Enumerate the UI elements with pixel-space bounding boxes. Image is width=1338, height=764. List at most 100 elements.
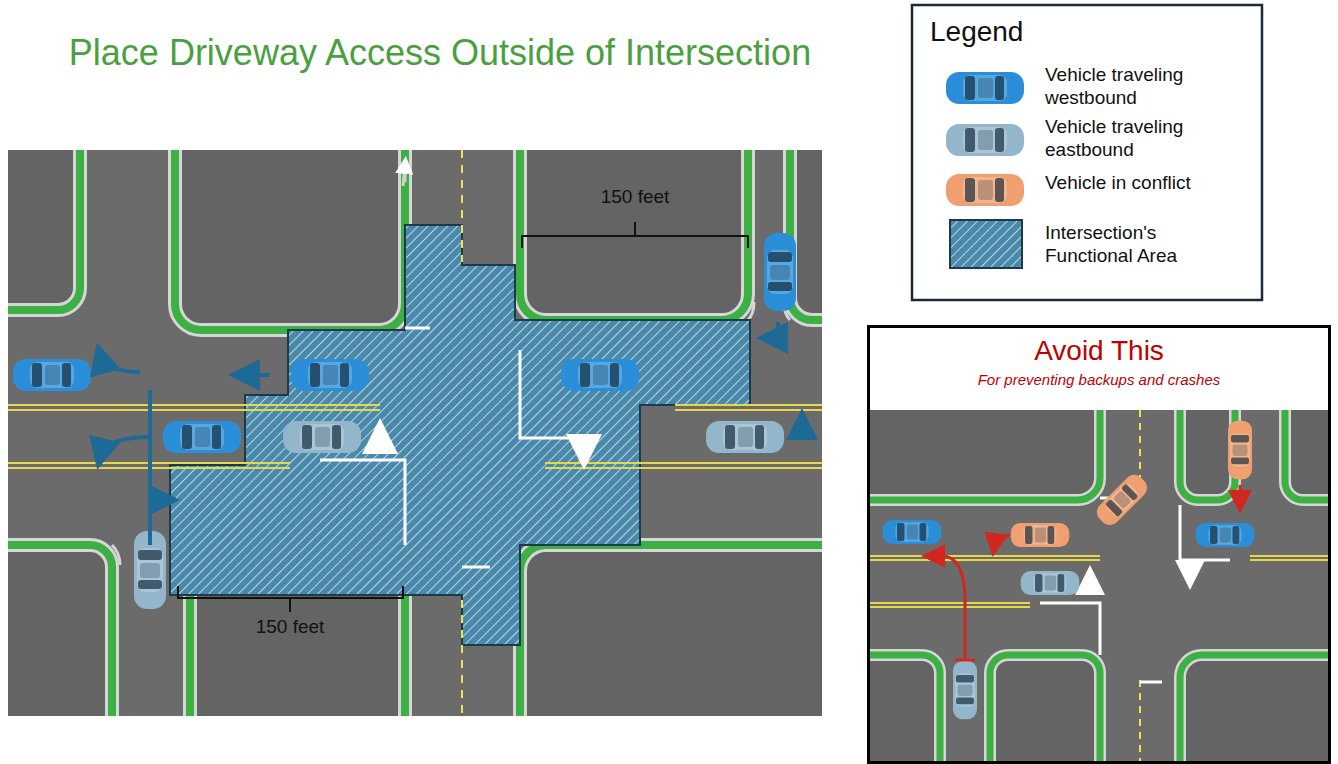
legend-heading: Legend [930, 16, 1023, 48]
illustration-part [163, 421, 241, 453]
illustration-part [912, 5, 1262, 300]
illustration-part [869, 655, 940, 762]
legend-text: Vehicle traveling westbound [1045, 64, 1245, 110]
illustration-part [175, 150, 405, 330]
illustration-part [930, 485, 1240, 660]
illustration-part [768, 322, 778, 338]
illustration-part [1080, 565, 1200, 590]
illustration-part [1021, 571, 1080, 595]
illustration-part [1180, 655, 1329, 762]
illustration-part [994, 535, 1010, 548]
illustration-part [1093, 471, 1151, 529]
illustration-part [1139, 410, 1141, 762]
illustration-part [8, 150, 822, 716]
illustration-part [1285, 410, 1329, 500]
illustration-part [946, 124, 1024, 156]
dimension-label: 150 feet [601, 186, 670, 208]
illustration-part [953, 661, 977, 720]
illustration-part [1011, 523, 1070, 547]
illustration-part [240, 373, 270, 377]
illustration-part [1180, 655, 1329, 762]
illustration-part [584, 440, 596, 452]
illustration-part [764, 233, 796, 311]
legend-text: Vehicle in conflict [1045, 172, 1245, 195]
illustration-part [946, 174, 1024, 206]
illustration-part [869, 602, 1030, 604]
illustration-part [8, 545, 112, 716]
illustration-part [461, 150, 463, 716]
illustration-part [1250, 555, 1329, 557]
illustration-part [1139, 680, 1141, 762]
illustration-part [869, 327, 1330, 763]
illustration-part [1080, 580, 1090, 590]
illustration-part [1228, 421, 1252, 480]
illustration-part [869, 410, 1329, 762]
illustration-part [930, 556, 975, 660]
dimension-label: 150 feet [256, 616, 325, 638]
legend-text: Vehicle traveling eastbound [1045, 116, 1245, 162]
illustration-part [990, 655, 1100, 762]
illustration-part [112, 545, 120, 565]
illustration-part [461, 600, 463, 716]
illustration-part [869, 559, 1100, 561]
illustration-part [178, 586, 403, 612]
illustration-part [1196, 523, 1255, 547]
illustration-part [368, 436, 380, 448]
panel-subtitle: For preventing backups and crashes [870, 368, 1328, 390]
illustration-part [1285, 410, 1329, 500]
illustration-part [283, 421, 361, 453]
illustration-part [1140, 681, 1162, 684]
illustration-part [869, 555, 1100, 557]
avoid-illustration [867, 325, 1331, 764]
illustration-part [8, 150, 80, 310]
illustration-part [520, 150, 748, 320]
illustration-part [405, 327, 430, 330]
illustration-part [368, 160, 596, 452]
illustration-part [8, 150, 80, 310]
illustration-part [403, 165, 405, 186]
illustration-part [990, 655, 1100, 762]
illustration-part [675, 409, 822, 411]
illustration-part [1190, 565, 1200, 575]
illustration-part [869, 410, 1329, 762]
illustration-part [522, 222, 748, 248]
illustration-part [8, 404, 380, 406]
illustration-part [883, 520, 942, 544]
illustration-part [520, 545, 822, 716]
illustration-part [675, 404, 822, 406]
illustration-part [1239, 485, 1242, 505]
diagram-title: Place Driveway Access Outside of Interse… [60, 30, 820, 75]
illustration-part [869, 655, 940, 762]
panel-heading: Avoid This [870, 330, 1328, 368]
illustration-part [706, 421, 784, 453]
illustration-part [462, 566, 490, 569]
illustration-part [946, 72, 1024, 104]
illustration-part [520, 150, 748, 320]
illustration-part [100, 322, 802, 545]
panel-node: Avoid ThisFor preventing backups and cra… [870, 330, 1328, 408]
illustration-part [461, 150, 463, 262]
illustration-part [1180, 410, 1235, 500]
illustration-part [545, 462, 822, 464]
illustration-part [8, 545, 112, 716]
illustration-part [545, 467, 822, 469]
illustration-part [869, 410, 1329, 762]
legend-text: Intersection's Functional Area [1045, 222, 1245, 268]
illustration-part [950, 220, 1022, 268]
illustration-part [1250, 559, 1329, 561]
illustration-part [869, 606, 1030, 608]
illustration-part [1040, 603, 1100, 655]
illustration-part [1180, 410, 1235, 500]
illustration-part [8, 405, 822, 468]
illustration-part [13, 359, 91, 391]
illustration-part [170, 225, 750, 645]
illustration-part [178, 222, 748, 612]
illustration-part [175, 150, 405, 330]
main-illustration [8, 150, 822, 716]
illustration-part [291, 359, 369, 391]
illustration-part [8, 409, 380, 411]
illustration-part [100, 354, 140, 372]
illustration-part [869, 556, 1329, 607]
illustration-part [8, 150, 822, 716]
illustration-part [520, 545, 822, 716]
